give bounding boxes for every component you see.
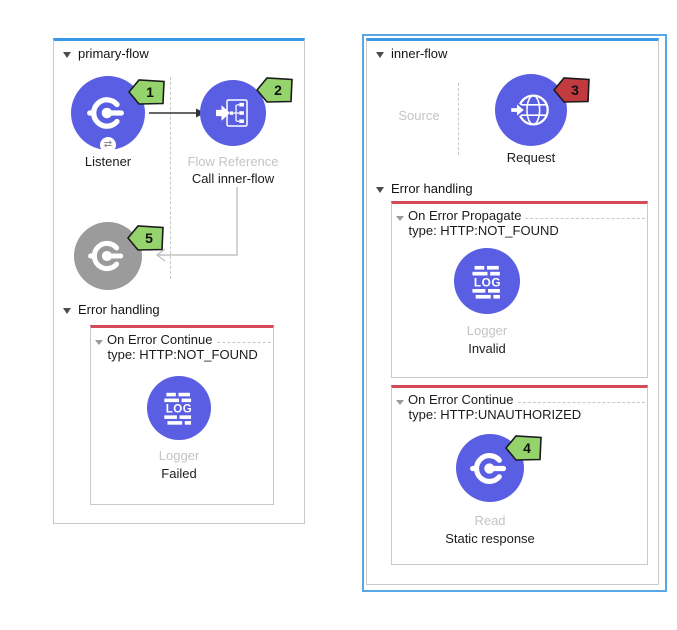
inner-flow-panel[interactable]: inner-flow Source 3 Request	[366, 38, 659, 585]
flow-reference-icon	[216, 99, 248, 127]
listener-label: Listener	[84, 154, 132, 169]
logger-node[interactable]: LOG	[147, 376, 211, 440]
collapse-triangle-icon[interactable]	[63, 51, 71, 58]
source-lane-separator	[170, 77, 171, 279]
ghost-processor-node[interactable]	[74, 222, 142, 290]
flow-reference-type-label: Flow Reference	[187, 154, 279, 169]
step-badge-1: 1	[128, 79, 165, 105]
primary-flow-panel[interactable]: primary-flow ⇄ 1 Listener	[53, 38, 305, 524]
read-name-label: Static response	[445, 531, 535, 546]
step-badge-2: 2	[256, 77, 293, 103]
read-icon	[469, 452, 506, 484]
listener-icon	[87, 97, 124, 129]
svg-text:2: 2	[274, 82, 282, 98]
error-handling-title: Error handling	[391, 181, 473, 196]
error-scope-type: type: HTTP:NOT_FOUND	[107, 347, 258, 362]
header-dashed-rule	[517, 392, 645, 403]
collapse-triangle-icon[interactable]	[396, 216, 404, 221]
flow-reference-name-label: Call inner-flow	[191, 171, 275, 186]
error-scope-kind: On Error Continue	[107, 332, 213, 347]
svg-text:1: 1	[146, 84, 154, 100]
svg-text:4: 4	[523, 440, 531, 456]
collapse-triangle-icon[interactable]	[376, 51, 384, 58]
svg-text:3: 3	[571, 82, 579, 98]
flow-title: primary-flow	[78, 46, 149, 61]
source-lane-separator	[458, 83, 459, 155]
error-scope-type: type: HTTP:UNAUTHORIZED	[408, 407, 582, 422]
logger-type-label: Logger	[158, 448, 200, 463]
step-badge-4: 4	[505, 435, 542, 461]
logger-node[interactable]: LOG	[454, 248, 520, 314]
inner-flow-header[interactable]: inner-flow	[376, 46, 447, 61]
step-badge-3: 3	[553, 77, 590, 103]
svg-text:LOG: LOG	[473, 275, 500, 289]
collapse-triangle-icon[interactable]	[376, 186, 384, 193]
error-handling-title: Error handling	[78, 302, 160, 317]
loopback-connector	[155, 187, 238, 262]
read-type-label: Read	[474, 513, 506, 528]
collapse-triangle-icon[interactable]	[95, 340, 103, 345]
message-flow-arrow	[149, 108, 205, 118]
error-scope-kind: On Error Propagate	[408, 208, 522, 223]
error-scope-header[interactable]: On Error Continue type: HTTP:NOT_FOUND	[91, 328, 273, 362]
error-handling-header[interactable]: Error handling	[376, 181, 473, 196]
logger-name-label: Invalid	[468, 341, 506, 356]
connector-icon	[88, 240, 124, 272]
step-badge-5: 5	[127, 225, 164, 251]
flow-title: inner-flow	[391, 46, 448, 61]
flow-reference-node[interactable]	[200, 80, 266, 146]
error-scope-kind: On Error Continue	[408, 392, 514, 407]
error-scope-type: type: HTTP:NOT_FOUND	[408, 223, 559, 238]
http-request-node[interactable]	[495, 74, 567, 146]
http-request-icon	[509, 94, 549, 126]
logger-name-label: Failed	[161, 466, 197, 481]
header-dashed-rule	[525, 208, 645, 219]
logger-icon: LOG	[471, 265, 500, 299]
header-dashed-rule	[216, 332, 271, 343]
error-handling-header[interactable]: Error handling	[63, 302, 160, 317]
collapse-triangle-icon[interactable]	[63, 307, 71, 314]
svg-text:5: 5	[145, 230, 153, 246]
on-error-continue-scope[interactable]: On Error Continue type: HTTP:NOT_FOUND L…	[90, 325, 274, 505]
request-label: Request	[506, 150, 556, 165]
source-placeholder[interactable]: Source	[398, 108, 440, 123]
logger-type-label: Logger	[466, 323, 508, 338]
primary-flow-header[interactable]: primary-flow	[63, 46, 149, 61]
on-error-continue-scope[interactable]: On Error Continue type: HTTP:UNAUTHORIZE…	[391, 385, 648, 565]
collapse-triangle-icon[interactable]	[396, 400, 404, 405]
inner-flow-selection-border: inner-flow Source 3 Request	[362, 34, 667, 592]
error-scope-header[interactable]: On Error Continue type: HTTP:UNAUTHORIZE…	[392, 388, 647, 422]
on-error-propagate-scope[interactable]: On Error Propagate type: HTTP:NOT_FOUND …	[391, 201, 648, 378]
error-scope-header[interactable]: On Error Propagate type: HTTP:NOT_FOUND	[392, 204, 647, 238]
logger-icon: LOG	[164, 392, 193, 425]
exchange-icon: ⇄	[100, 137, 116, 153]
svg-text:LOG: LOG	[166, 404, 193, 416]
